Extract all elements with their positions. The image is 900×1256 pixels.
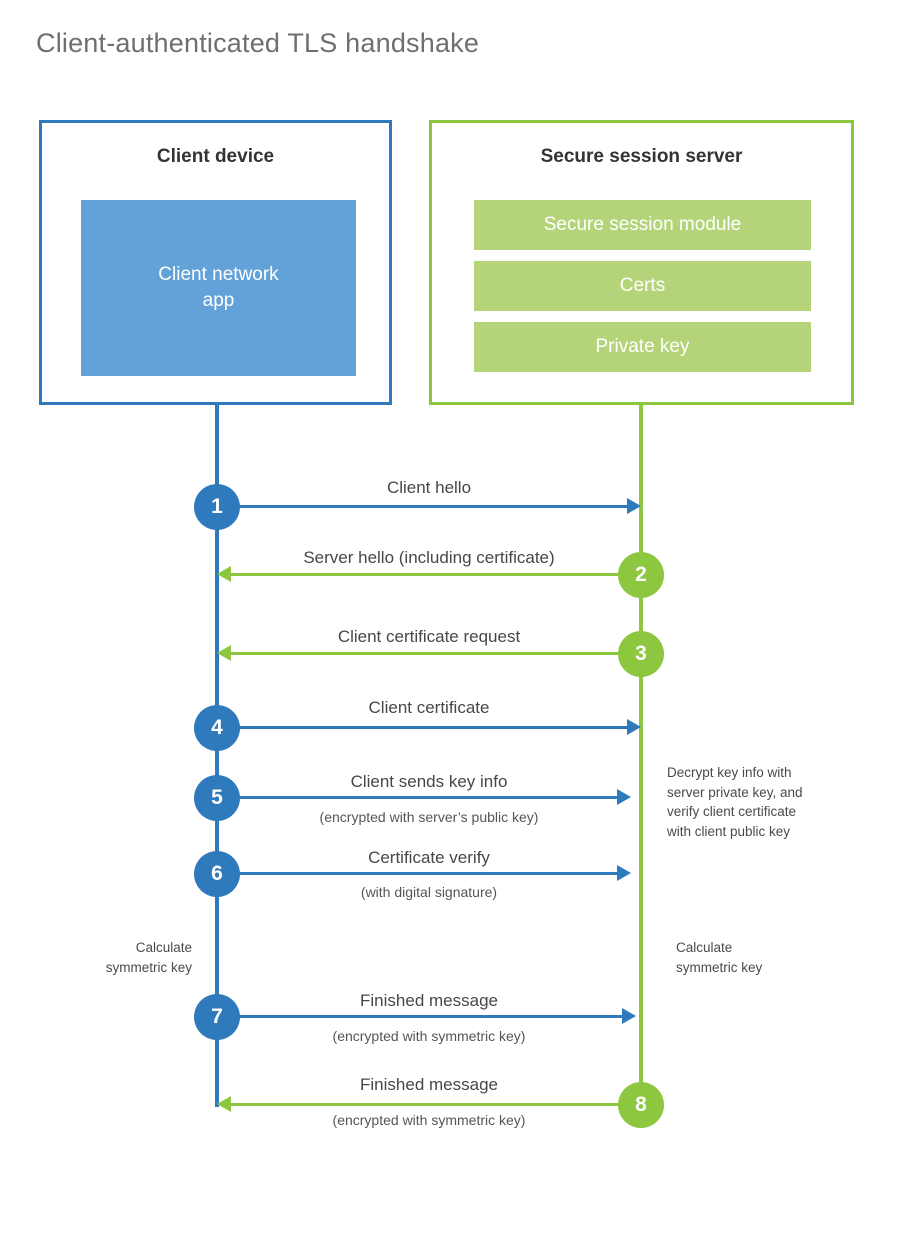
note-server-decrypt-line1: Decrypt key info with (667, 765, 792, 780)
step-label-8: Finished message (360, 1075, 498, 1094)
note-server-decrypt: Decrypt key info with server private key… (667, 763, 847, 841)
step-sublabel-6: (with digital signature) (360, 884, 498, 900)
server-component-certs: Certs (474, 261, 811, 311)
step-arrow-line-5 (217, 796, 617, 799)
step-sublabel-5: (encrypted with server’s public key) (319, 809, 539, 825)
note-client-calc-line2: symmetric key (105, 959, 192, 975)
step-arrow-line-4 (217, 726, 627, 729)
step-circle-3: 3 (618, 631, 664, 677)
step-arrow-line-3 (231, 652, 631, 655)
server-lifeline (639, 405, 643, 1107)
step-label-7: Finished message (360, 991, 498, 1010)
secure-session-server-box: Secure session server Secure session mod… (429, 120, 854, 405)
step-arrow-head-8 (217, 1096, 231, 1112)
step-label-3: Client certificate request (337, 627, 521, 646)
server-title: Secure session server (540, 146, 743, 167)
step-arrow-line-1 (217, 505, 627, 508)
client-device-box: Client device Client network app (39, 120, 392, 405)
step-circle-6: 6 (194, 851, 240, 897)
step-arrow-head-4 (627, 719, 641, 735)
step-circle-2: 2 (618, 552, 664, 598)
note-client-calc-line1: Calculate (135, 940, 192, 955)
step-arrow-head-3 (217, 645, 231, 661)
step-arrow-line-2 (231, 573, 631, 576)
step-label-5: Client sends key info (350, 772, 508, 791)
step-label-4: Client certificate (368, 698, 490, 717)
step-arrow-line-8 (231, 1103, 631, 1106)
note-server-calc-line1: Calculate (676, 940, 733, 955)
step-arrow-line-6 (217, 872, 617, 875)
page-title: Client-authenticated TLS handshake (36, 28, 480, 58)
step-label-1: Client hello (386, 478, 472, 497)
step-circle-1: 1 (194, 484, 240, 530)
step-sublabel-7: (encrypted with symmetric key) (332, 1028, 526, 1044)
client-lifeline (215, 405, 219, 1107)
note-server-decrypt-line2: server private key, and (667, 784, 803, 800)
step-circle-7: 7 (194, 994, 240, 1040)
server-component-private-key: Private key (474, 322, 811, 372)
server-components-list: Secure session module Certs Private key (474, 200, 811, 383)
note-server-calculate-symmetric-key: Calculate symmetric key (676, 938, 856, 977)
server-component-secure-session-module: Secure session module (474, 200, 811, 250)
step-arrow-head-5 (617, 789, 631, 805)
step-sublabel-8: (encrypted with symmetric key) (332, 1112, 526, 1128)
step-arrow-head-1 (627, 498, 641, 514)
client-app-label-line1: Client network (158, 264, 279, 286)
step-circle-4: 4 (194, 705, 240, 751)
step-circle-8: 8 (618, 1082, 664, 1128)
note-server-decrypt-line3: verify client certificate (667, 804, 797, 820)
step-arrow-head-2 (217, 566, 231, 582)
step-arrow-head-6 (617, 865, 631, 881)
client-app-label-line2: app (202, 290, 235, 311)
client-network-app-block: Client network app (81, 200, 356, 376)
step-label-6: Certificate verify (368, 848, 490, 867)
step-label-2: Server hello (including certificate) (303, 548, 555, 567)
step-circle-5: 5 (194, 775, 240, 821)
note-client-calculate-symmetric-key: Calculate symmetric key (20, 938, 192, 977)
step-arrow-head-7 (622, 1008, 636, 1024)
note-server-calc-line2: symmetric key (676, 959, 763, 975)
note-server-decrypt-line4: with client public key (667, 823, 791, 839)
step-arrow-line-7 (217, 1015, 622, 1018)
client-device-title: Client device (156, 146, 275, 167)
